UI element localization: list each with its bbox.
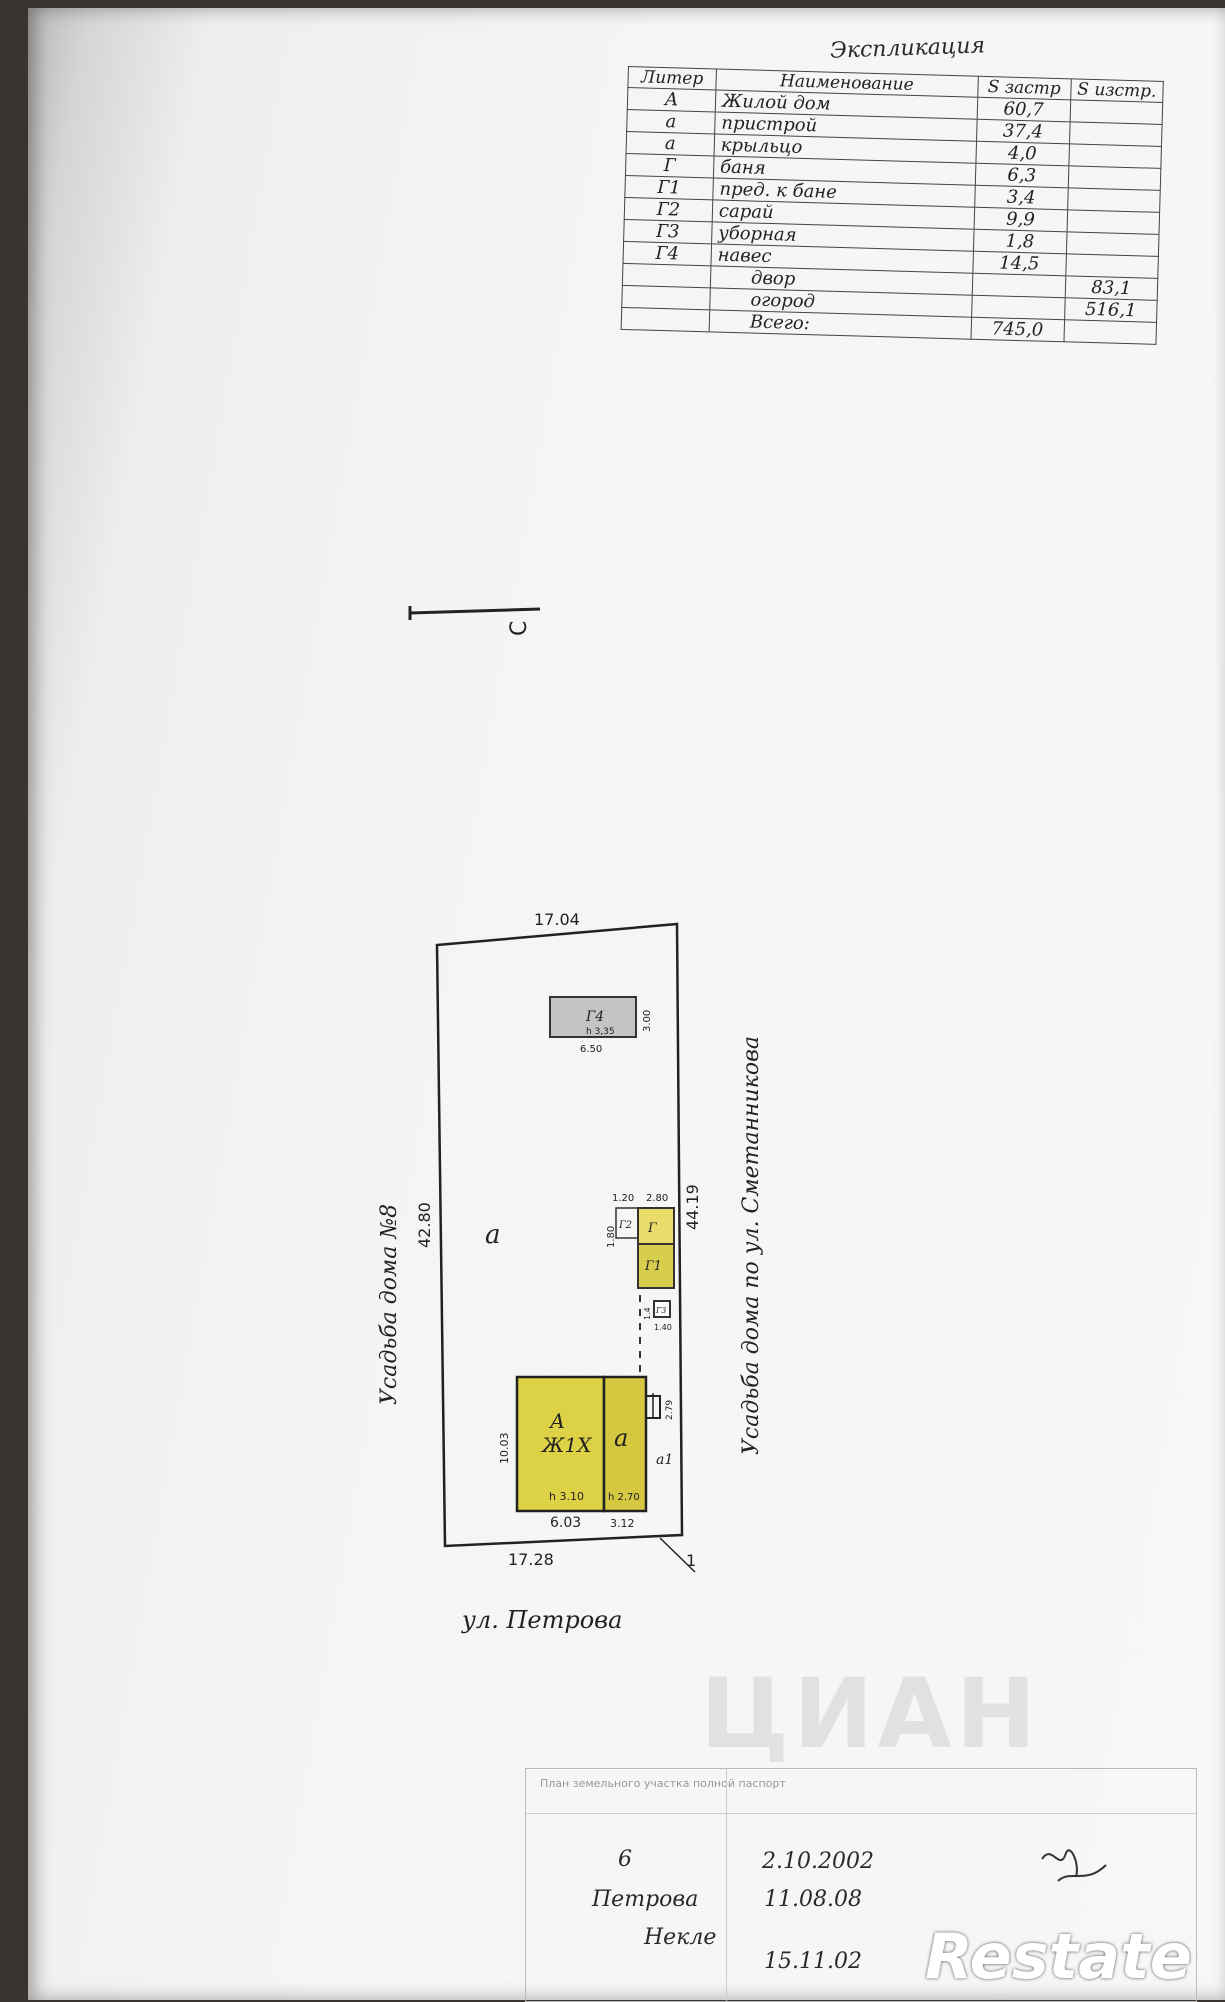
cian-watermark: ЦИАН — [700, 1658, 1041, 1770]
stamp-name-1: Петрова — [592, 1887, 699, 1912]
stamp-block: План земельного участка полной паспорт 6… — [525, 1768, 1197, 2002]
stamp-date-1: 2.10.2002 — [762, 1849, 874, 1874]
shed-g1 — [637, 1243, 675, 1289]
house-annex-a — [602, 1375, 648, 1513]
navec-depth: 3.00 — [642, 1010, 653, 1032]
shed-label-g2: Г2 — [618, 1220, 632, 1231]
stamp-divider — [726, 1769, 727, 2001]
navec-height: h 3,35 — [586, 1027, 615, 1037]
house-main-a — [515, 1375, 606, 1513]
street-label: ул. Петрова — [461, 1606, 622, 1634]
shed-label-g1: Г1 — [644, 1259, 662, 1274]
navec-label: Г4 — [585, 1009, 604, 1025]
toilet-dim-2: 1.40 — [654, 1323, 672, 1332]
house-main-width: 6.03 — [550, 1515, 581, 1531]
shed-dim-2: 2.80 — [646, 1193, 668, 1204]
corner-number: 1 — [686, 1551, 696, 1570]
left-side-length: 42.80 — [415, 1202, 434, 1248]
stamp-header-text: План земельного участка полной паспорт — [540, 1777, 786, 1790]
house-side-length: 10.03 — [498, 1433, 511, 1465]
plot-boundary — [435, 922, 684, 1548]
toilet-g3 — [653, 1300, 671, 1318]
house-main-label: А — [548, 1409, 565, 1433]
top-side-length: 17.04 — [534, 910, 580, 929]
shed-g2 — [615, 1207, 639, 1239]
house-annex-label: а — [614, 1424, 628, 1452]
north-arrow-label: С — [507, 621, 532, 636]
porch-label: а1 — [656, 1452, 673, 1468]
shed-label-g: Г — [647, 1221, 657, 1236]
plot-letter: а — [485, 1220, 501, 1250]
signature — [1041, 1849, 1107, 1882]
stamp-date-2: 11.08.08 — [764, 1887, 862, 1912]
toilet-label: Г3 — [655, 1306, 666, 1315]
navec-width: 6.50 — [580, 1044, 602, 1055]
stamp-date-3: 15.11.02 — [764, 1949, 862, 1974]
shed-dim-3: 1.80 — [606, 1226, 617, 1248]
porch-dims: 2.79 — [665, 1400, 675, 1420]
shed-dim-1: 1.20 — [612, 1193, 634, 1204]
right-side-length: 44.19 — [683, 1184, 702, 1230]
stamp-number: 6 — [618, 1847, 632, 1872]
right-neighbor-label: Усадьба дома по ул. Сметанникова — [739, 1036, 764, 1455]
house-annex-width: 3.12 — [610, 1517, 635, 1530]
north-arrow-line — [409, 607, 541, 615]
restate-logo: Restate — [925, 1920, 1192, 1993]
toilet-dim-1: 1.4 — [643, 1307, 652, 1320]
left-neighbor-label: Усадьба дома №8 — [377, 1204, 402, 1405]
corner-tick — [659, 1537, 696, 1573]
house-main-sub: Ж1Х — [540, 1433, 592, 1457]
stamp-name-2: Некле — [644, 1925, 717, 1950]
house-main-height: h 3.10 — [549, 1490, 584, 1503]
navec-g4 — [549, 996, 637, 1038]
house-annex-height: h 2.70 — [608, 1492, 640, 1503]
bottom-side-length: 17.28 — [508, 1550, 554, 1569]
stamp-header: План земельного участка полной паспорт — [526, 1769, 1196, 1814]
